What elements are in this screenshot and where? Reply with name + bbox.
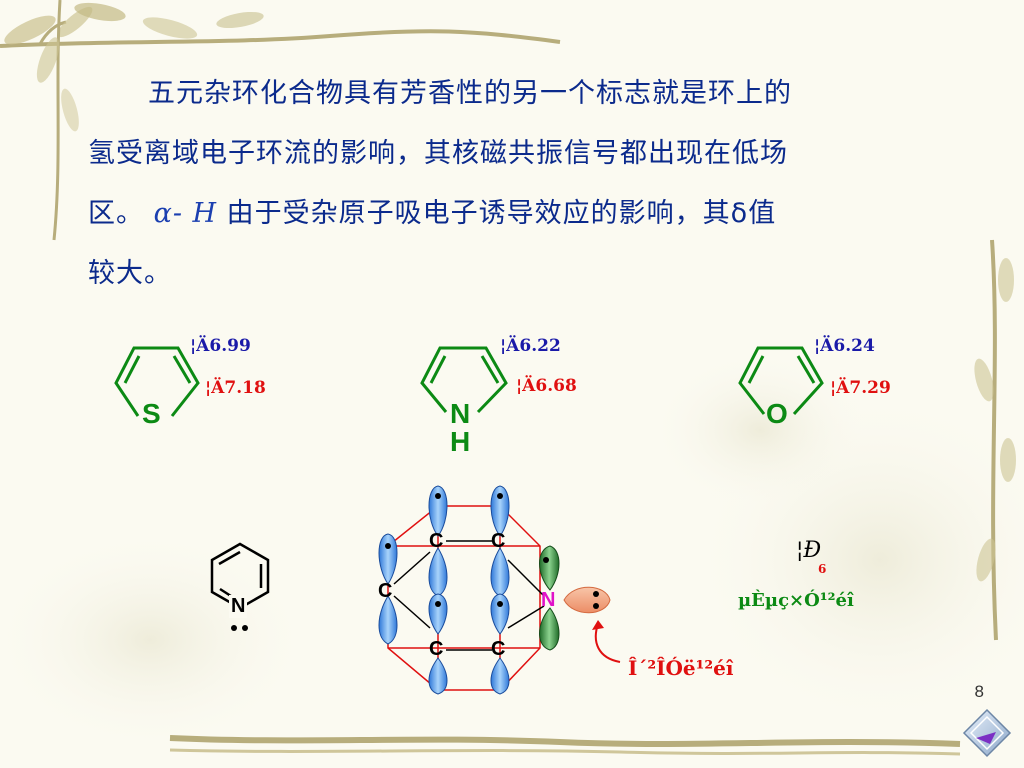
thiophene-alpha-shift: ¦Ä7.18 (205, 378, 266, 398)
conjugation-caption: µÈµç×Ó¹²éî (738, 590, 854, 611)
furan-ring (738, 346, 824, 416)
page-number: 8 (974, 682, 984, 701)
pi-symbol-label: ¦Ð (796, 538, 822, 563)
next-arrow-icon (962, 708, 1012, 758)
paragraph-line-4: 较大。 (88, 258, 172, 289)
pyrrole-beta-shift: ¦Ä6.22 (500, 336, 561, 356)
paragraph-line-3a: 区。 (88, 198, 144, 229)
pyridine-ring (210, 542, 270, 631)
pyridine-nitrogen-label: N (229, 595, 248, 618)
orbital-carbon-label-left: C (378, 580, 393, 602)
body-paragraph: 五元杂环化合物具有芳香性的另一个标志就是环上的 氢受离域电子环流的影响，其核磁共… (88, 64, 958, 304)
thiophene-sulfur-label: S (142, 398, 161, 429)
pi-symbol-subscript: 6 (818, 562, 827, 576)
furan-alpha-shift: ¦Ä7.29 (830, 378, 891, 398)
lone-pair-arrow-icon (592, 620, 621, 663)
pyrrole-alpha-shift: ¦Ä6.68 (516, 376, 577, 396)
orbital-nitrogen-label: N (541, 589, 556, 611)
furan-oxygen-label: O (766, 398, 788, 429)
alpha-h-term: α- H (153, 198, 218, 229)
thiophene-ring (114, 346, 200, 417)
pi-orbital-diagram (378, 485, 611, 695)
orbital-carbon-label-top-right: C (491, 530, 506, 552)
pyrrole-hydrogen-label: H (450, 426, 471, 457)
furan-beta-shift: ¦Ä6.24 (814, 336, 875, 356)
paragraph-line-2: 氢受离域电子环流的影响，其核磁共振信号都出现在低场 (88, 138, 788, 169)
orbital-carbon-label-top-left: C (429, 530, 444, 552)
pyrrole-nitrogen-label: N (450, 398, 471, 429)
orbital-carbon-label-bottom-right: C (491, 638, 506, 660)
pyrrole-ring (420, 346, 508, 414)
next-slide-button[interactable] (962, 708, 1012, 758)
lone-pair-caption: Î´²ÎÓë¹²éî (628, 656, 734, 680)
orbital-carbon-label-bottom-left: C (429, 638, 444, 660)
thiophene-beta-shift: ¦Ä6.99 (190, 336, 251, 356)
paragraph-line-1: 五元杂环化合物具有芳香性的另一个标志就是环上的 (148, 78, 792, 109)
paragraph-line-3b: 由于受杂原子吸电子诱导效应的影响，其δ值 (226, 198, 777, 229)
